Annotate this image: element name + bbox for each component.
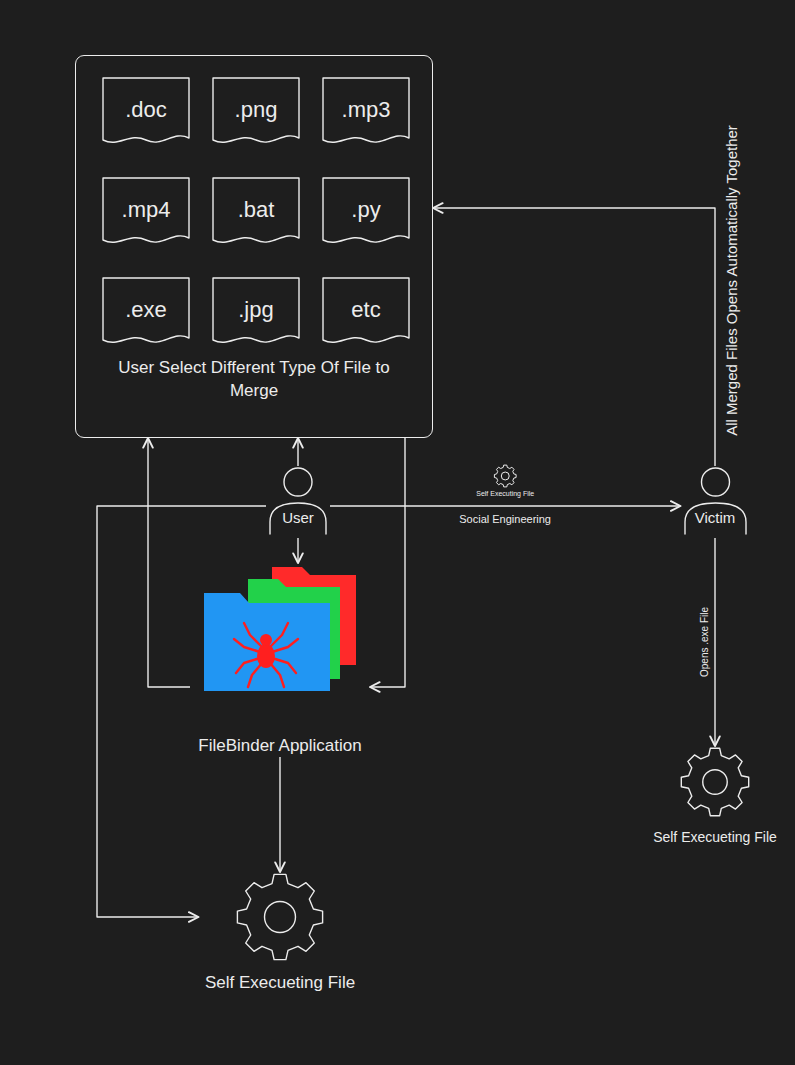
connector — [433, 208, 715, 466]
file-type-icon: .exe — [101, 276, 191, 352]
gear-icon — [235, 872, 325, 962]
node-label: .mp4 — [122, 197, 171, 223]
spider-leg — [248, 663, 262, 687]
spider-leg — [234, 639, 260, 652]
file-selection-box: User Select Different Type Of File to Me… — [75, 55, 433, 438]
file-type-icon: .bat — [211, 176, 301, 252]
file-type-icon: .png — [211, 76, 301, 152]
actor-head — [701, 468, 729, 496]
document-outline-path — [213, 78, 299, 142]
connector — [148, 438, 190, 687]
document-outline-path — [103, 178, 189, 242]
node-label: User Select Different Type Of File to Me… — [116, 356, 392, 402]
node-label: .exe — [125, 297, 167, 323]
connector — [297, 538, 298, 563]
actor-outline — [266, 466, 330, 538]
gear-outline — [681, 748, 748, 815]
spider-leg — [270, 663, 284, 687]
document-outline-path — [103, 278, 189, 342]
actor-outline — [681, 466, 750, 538]
gear-outline — [237, 874, 322, 959]
node-label: .png — [235, 97, 278, 123]
node-label: .doc — [125, 97, 167, 123]
spider-leg — [244, 623, 262, 647]
actor-body — [270, 503, 326, 534]
document-outline-path — [323, 178, 409, 242]
document-outline-path — [103, 78, 189, 142]
edge-label: Opens .exe File — [698, 607, 712, 677]
actor-figure: Victim — [681, 466, 750, 538]
folder-blue — [204, 593, 330, 691]
gear-caption: Self Executing File — [476, 489, 534, 498]
self-executing-file: Self Execueting File — [199, 872, 362, 994]
node-label: Victim — [695, 508, 736, 528]
node-label: Self Execueting File — [653, 828, 777, 847]
filebinder-icon — [202, 563, 358, 693]
document-outline-path — [213, 278, 299, 342]
file-type-icon: etc — [321, 276, 411, 352]
spider-icon — [234, 623, 298, 687]
actor-head — [284, 468, 312, 496]
file-type-icon: .mp4 — [101, 176, 191, 252]
file-type-icon: .mp3 — [321, 76, 411, 152]
spider-head — [260, 634, 272, 646]
spider-leg — [270, 623, 288, 647]
gear-icon — [494, 465, 516, 487]
connector — [97, 506, 266, 917]
edge-label: All Merged Files Opens Automatically Tog… — [721, 125, 740, 436]
file-type-icon: .jpg — [211, 276, 301, 352]
file-type-icon: .py — [321, 176, 411, 252]
connector — [297, 438, 298, 466]
actor-body — [685, 503, 746, 534]
node-label: .bat — [238, 197, 275, 223]
document-outline-path — [323, 78, 409, 142]
node-label: .jpg — [238, 297, 273, 323]
node-label: etc — [351, 297, 380, 323]
gear-icon — [679, 746, 751, 818]
node-label: Self Execueting File — [205, 972, 355, 994]
node-label: .mp3 — [342, 97, 391, 123]
connector — [714, 538, 715, 746]
spider-body — [257, 644, 275, 668]
actor-figure: User — [266, 466, 330, 538]
node-label: FileBinder Application — [198, 735, 361, 757]
connector — [279, 757, 280, 872]
file-type-icon: .doc — [101, 76, 191, 152]
document-outline-path — [213, 178, 299, 242]
edge-label: Social Engineering — [459, 512, 551, 527]
document-outline-path — [323, 278, 409, 342]
filebinder-app: FileBinder Application — [190, 563, 370, 757]
node-label: User — [282, 508, 314, 528]
connector — [370, 438, 405, 687]
self-executing-file: Self Execueting File — [647, 746, 783, 847]
spider-leg — [272, 639, 298, 652]
node-label: .py — [351, 197, 380, 223]
connector — [330, 505, 681, 506]
